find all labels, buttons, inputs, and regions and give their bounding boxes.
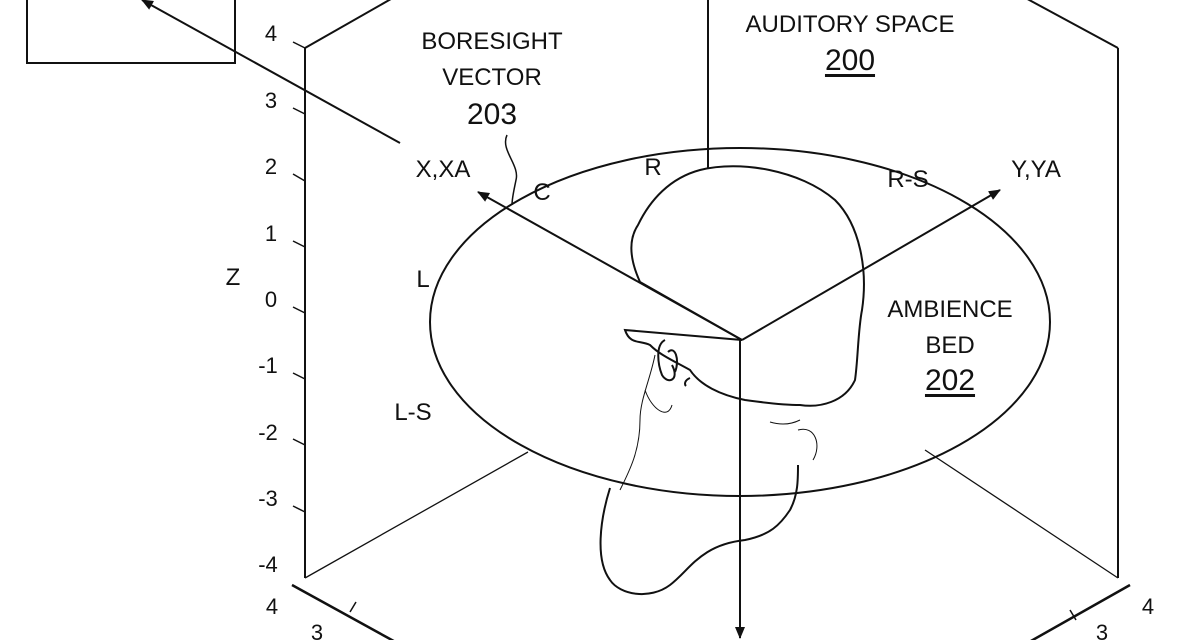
boresight-leader: [504, 134, 518, 206]
z-tick-label: 3: [264, 88, 278, 113]
boresight-extension-arrow: [141, 0, 401, 144]
left-channel-label: L: [416, 266, 430, 293]
floor-edge-left: [304, 451, 529, 579]
neck-base-outline: [599, 464, 799, 596]
bottom-right-tick-label: 3: [1095, 620, 1109, 640]
floor-edge-right: [924, 449, 1119, 579]
x-axis-label: X,XA: [415, 156, 471, 183]
bottom-left-tick-label: 3: [310, 620, 324, 640]
z-tick-label: 1: [264, 221, 278, 246]
y-axis-arrow: [741, 189, 1001, 341]
device-box: [26, 0, 236, 64]
neck-outline: [619, 354, 818, 491]
ambience-ref-number: 202: [924, 364, 976, 397]
bottom-right-tick-label: 4: [1141, 594, 1155, 619]
bottom-left-tick-label: 4: [265, 594, 279, 619]
z-tick-label: 0: [264, 287, 278, 312]
left-surround-label: L-S: [394, 399, 432, 426]
z-tick-label: -4: [258, 552, 278, 577]
auditory-space-label: AUDITORY SPACE: [745, 11, 955, 38]
boresight-label-line1: BORESIGHT: [421, 28, 563, 55]
z-axis-label: Z: [225, 264, 241, 291]
boresight-ref-number: 203: [466, 98, 518, 131]
right-surround-label: R-S: [887, 166, 929, 193]
ambience-label-line2: BED: [925, 332, 975, 359]
y-axis-label: Y,YA: [1011, 156, 1061, 183]
z-tick-label: -1: [258, 353, 278, 378]
ambience-label-line1: AMBIENCE: [887, 296, 1013, 323]
z-tick-label: 4: [264, 21, 278, 46]
z-tick-label: -2: [258, 420, 278, 445]
boresight-label-line2: VECTOR: [442, 64, 542, 91]
center-channel-label: C: [533, 179, 551, 206]
head-outline: [623, 165, 865, 407]
ear-outline: [657, 339, 691, 387]
right-channel-label: R: [644, 154, 662, 181]
z-tick-label: -3: [258, 486, 278, 511]
z-tick-label: 2: [264, 154, 278, 179]
auditory-space-ref-number: 200: [824, 44, 876, 77]
x-axis-arrow: [477, 191, 743, 341]
